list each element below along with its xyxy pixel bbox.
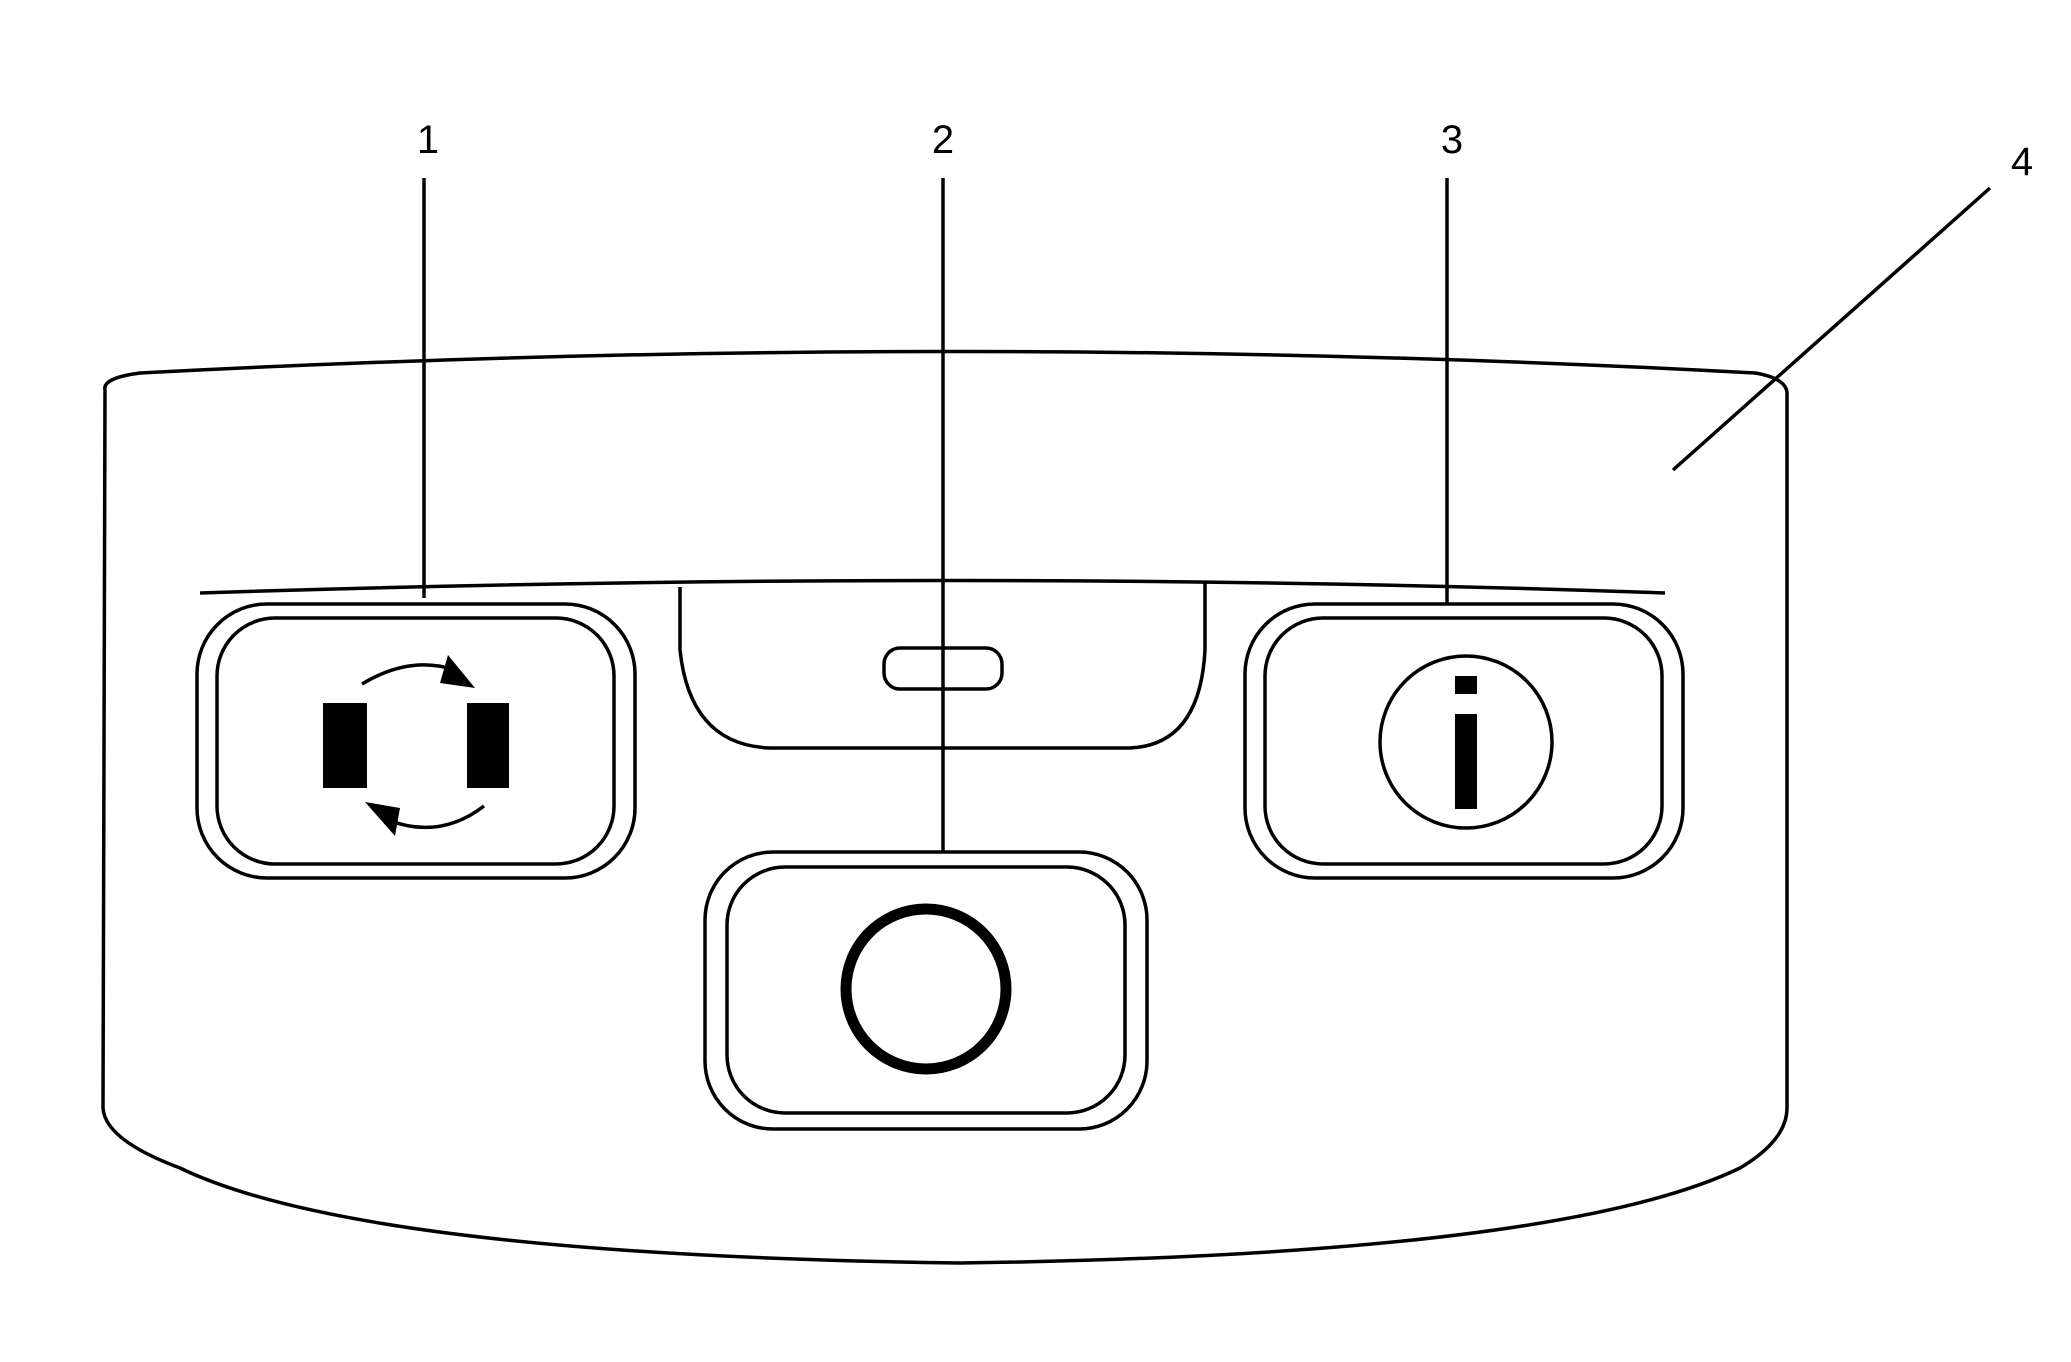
housing-seam-line <box>199 578 1666 595</box>
callout-number-3: 3 <box>1441 118 1463 162</box>
swap-button[interactable] <box>195 602 637 880</box>
callout-number-4: 4 <box>2011 140 2033 184</box>
circle-icon <box>840 903 1012 1075</box>
console-housing <box>101 349 1789 1265</box>
callout-number-1: 1 <box>417 118 439 162</box>
circle-button[interactable] <box>703 850 1149 1131</box>
leader-line-4 <box>1671 186 1992 472</box>
leader-lines <box>422 178 1992 852</box>
info-button[interactable] <box>1243 602 1685 880</box>
callout-number-2: 2 <box>932 118 954 162</box>
info-icon <box>1378 654 1554 830</box>
swap-arrows-icon <box>323 655 509 836</box>
